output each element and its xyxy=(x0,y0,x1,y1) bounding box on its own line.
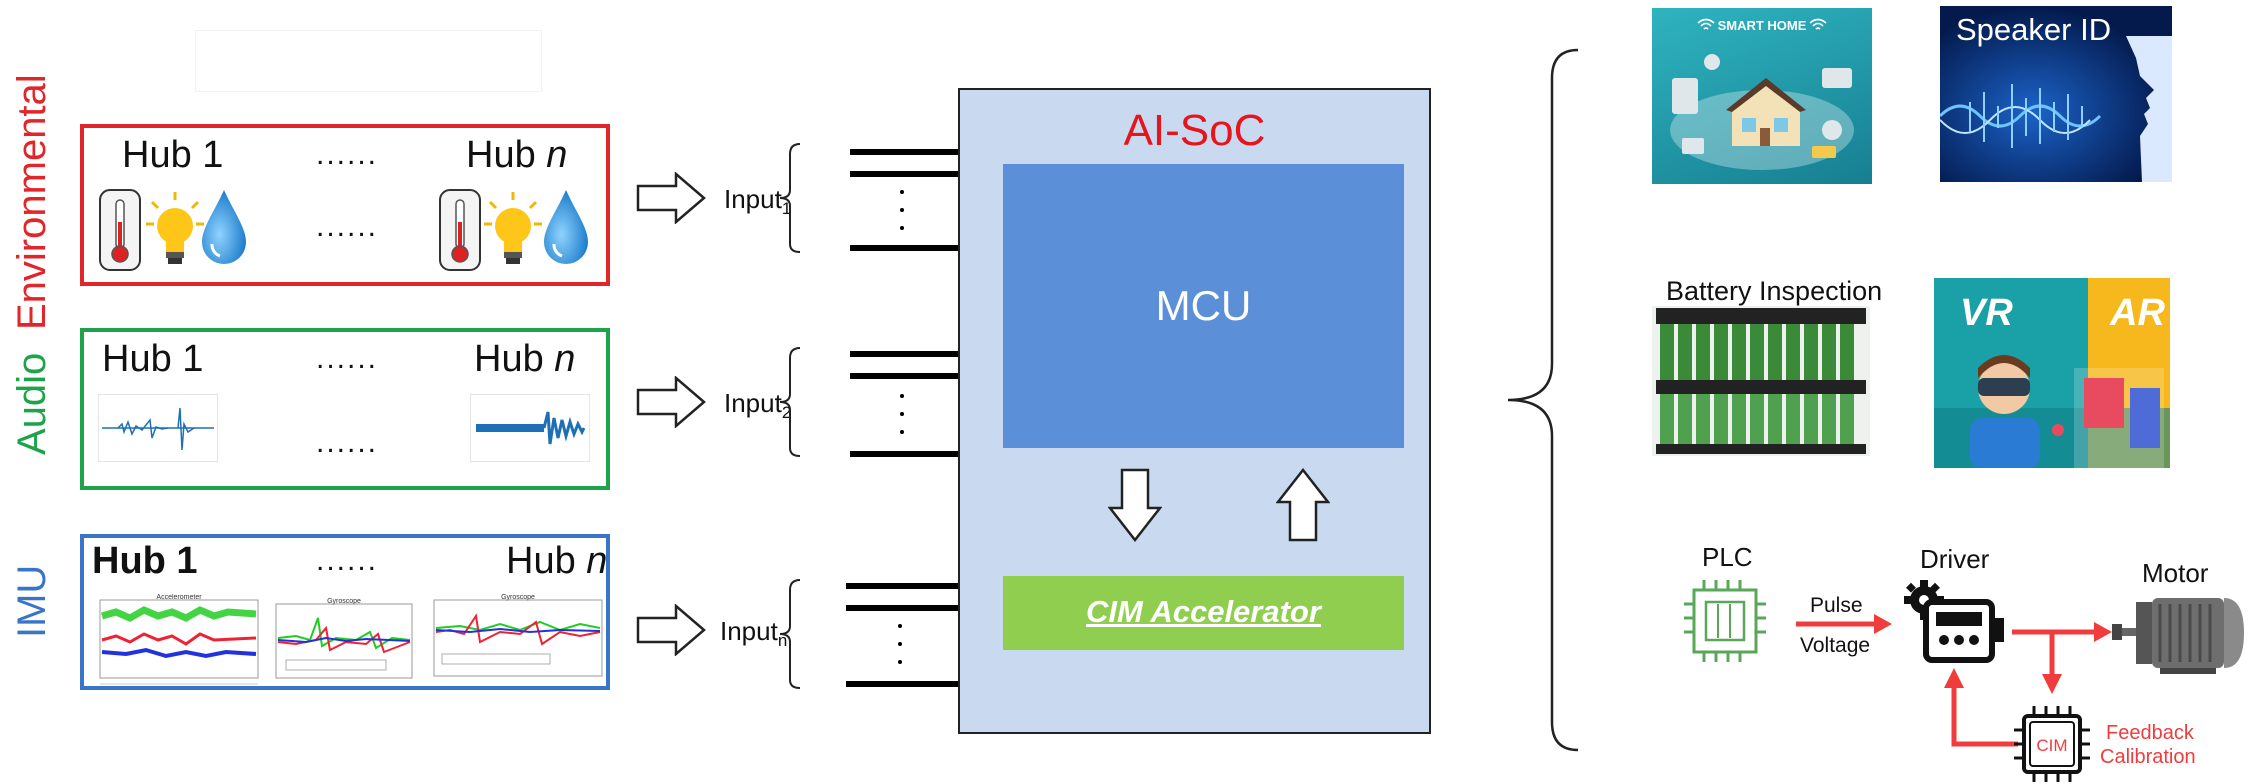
pulse-label: Pulse xyxy=(1810,594,1863,617)
audio-hub-box: Hub 1 Hub n ...... ...... xyxy=(80,328,610,490)
voltage-label: Voltage xyxy=(1800,634,1871,657)
imu-hub-box: Hub 1 Hub n ...... Accelerometer Gyrosco… xyxy=(80,534,610,690)
env-hub-last: Hub n xyxy=(466,134,568,176)
env-hub-first: Hub 1 xyxy=(122,134,224,176)
label-environmental: Environmental xyxy=(10,74,54,330)
speaker-id-image: Speaker ID xyxy=(1940,6,2172,182)
plc-chip-icon xyxy=(1684,580,1766,662)
plc-label: PLC xyxy=(1702,542,1753,572)
wifi-icon xyxy=(1697,18,1715,30)
mcu-label: MCU xyxy=(1155,282,1252,329)
feedback-loop-arrow xyxy=(1944,668,2018,747)
smart-home-image: SMART HOME xyxy=(1652,8,1872,184)
water-drop-icon xyxy=(544,190,588,264)
battery-image xyxy=(1652,306,1870,456)
audio-hub-last: Hub n xyxy=(474,338,576,380)
vr-person-illustration xyxy=(1934,355,2170,468)
vr-label: VR xyxy=(1960,292,2013,334)
input-bus-2 xyxy=(779,347,958,457)
thermometer-icon xyxy=(439,189,481,271)
cim-chip-label: CIM xyxy=(2036,736,2067,755)
imu-panel-title-3: Gyroscope xyxy=(501,594,535,601)
block-arrow-right-icon xyxy=(636,604,706,656)
wifi-icon xyxy=(1809,18,1827,30)
lightbulb-icon xyxy=(146,192,204,264)
battery-cells-illustration xyxy=(1656,308,1866,454)
imu-gyroscope-plot: Gyroscope xyxy=(275,598,413,679)
calibration-label: Calibration xyxy=(2100,746,2196,768)
smart-home-label: SMART HOME xyxy=(1717,18,1807,33)
block-arrow-right-icon xyxy=(636,376,706,428)
cim-chip-icon: CIM xyxy=(2014,706,2090,782)
battery-inspection-label: Battery Inspection xyxy=(1666,276,1883,306)
arrow-up-icon xyxy=(1276,468,1330,542)
audio-waveform-n xyxy=(470,394,590,462)
speaker-id-label: Speaker ID xyxy=(1956,12,2112,47)
audio-dots-bottom: ...... xyxy=(316,426,379,459)
motor-label: Motor xyxy=(2142,558,2209,588)
thermometer-icon xyxy=(99,189,141,271)
label-imu: IMU xyxy=(10,564,54,638)
input-label-2: Input2 xyxy=(724,388,792,423)
env-dots-top: ...... xyxy=(316,138,379,171)
env-dots-bottom: ...... xyxy=(316,210,379,243)
motor-icon xyxy=(2112,598,2244,674)
curly-brace xyxy=(1507,48,1579,752)
feedback-label: Feedback xyxy=(2106,722,2194,744)
block-arrow-right-icon xyxy=(636,172,706,224)
arrow-down-icon xyxy=(1108,468,1162,542)
imu-gyroscope-plot: Gyroscope xyxy=(433,594,603,677)
environmental-hub-box: Hub 1 Hub n ...... ...... xyxy=(80,124,610,286)
arrow-right-red-icon xyxy=(1796,614,1892,634)
vr-ar-image: VR AR xyxy=(1934,278,2170,468)
lightbulb-icon xyxy=(484,192,542,264)
driver-label: Driver xyxy=(1920,544,1990,574)
audio-dots-top: ...... xyxy=(316,342,379,375)
ai-soc-block: AI-SoC MCU CIM Accelerator xyxy=(958,88,1431,734)
audio-waveform-1 xyxy=(98,394,218,462)
soc-title: AI-SoC xyxy=(1123,106,1266,155)
imu-hub-last: Hub n xyxy=(506,540,608,582)
arrow-down-red-icon xyxy=(2042,632,2062,694)
imu-hub-first: Hub 1 xyxy=(92,540,198,582)
imu-dots: ...... xyxy=(316,544,379,577)
cim-accelerator-block: CIM Accelerator xyxy=(1003,576,1404,650)
input-bus-1 xyxy=(779,143,958,253)
imu-panel-title-2: Gyroscope xyxy=(327,598,361,605)
mcu-block: MCU xyxy=(1003,164,1404,448)
faint-frame xyxy=(195,30,542,92)
smart-house-illustration xyxy=(1670,54,1854,170)
imu-accelerometer-plot: Accelerometer xyxy=(99,594,259,685)
driver-gear-icon xyxy=(1904,580,2004,663)
input-label-n: Inputn xyxy=(720,616,788,651)
label-audio: Audio xyxy=(10,352,54,455)
ar-label: AR xyxy=(2110,292,2165,334)
voice-wave-illustration xyxy=(1940,36,2172,182)
water-drop-icon xyxy=(202,190,246,264)
imu-panel-title-1: Accelerometer xyxy=(156,594,202,601)
audio-hub-first: Hub 1 xyxy=(102,338,204,380)
arrow-right-red-icon xyxy=(2012,622,2112,642)
input-label-1: Input1 xyxy=(724,184,792,219)
input-bus-n xyxy=(779,579,958,689)
cim-accelerator-label: CIM Accelerator xyxy=(1086,594,1321,629)
